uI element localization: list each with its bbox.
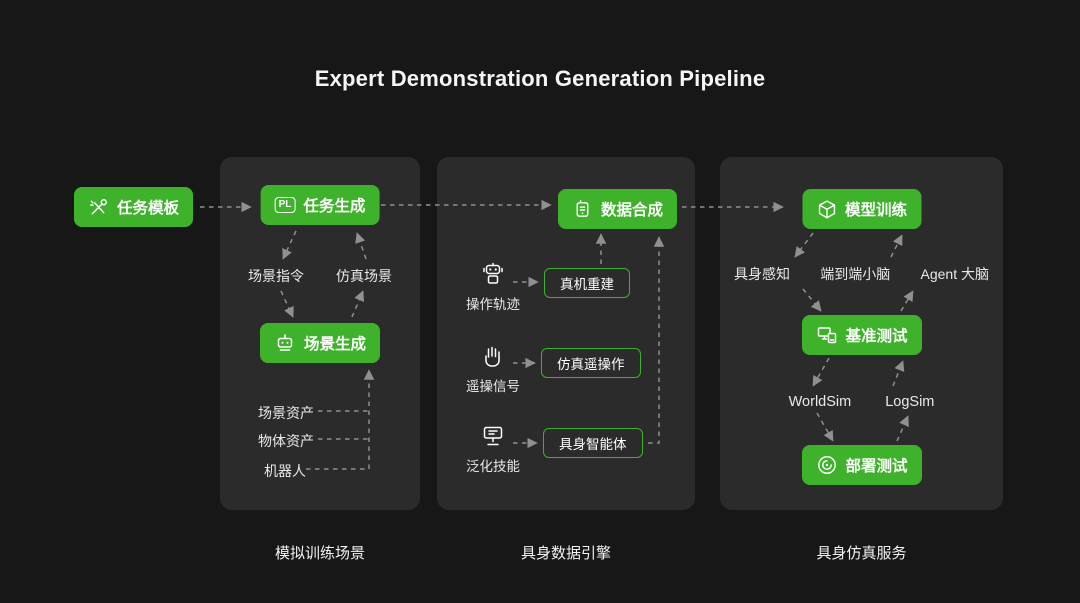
- agent-brain-label: Agent 大脑: [920, 266, 989, 282]
- benchmark-test-label: 基准测试: [845, 328, 908, 345]
- end-to-end-cerebellum-label: 端到端小脑: [820, 266, 891, 282]
- cube-icon: [818, 199, 835, 218]
- scene-generation-icon: [277, 334, 293, 351]
- data-synthesis-label: 数据合成: [601, 202, 664, 219]
- object-assets-label: 物体资产: [258, 433, 314, 449]
- glove-icon: [485, 346, 500, 367]
- benchmark-test-node: 基准测试: [801, 315, 922, 355]
- embodied-perception-label: 具身感知: [734, 266, 790, 282]
- scene-generation-node: 场景生成: [259, 323, 381, 363]
- model-training-node: 模型训练: [801, 189, 922, 229]
- task-generation-node: PL 任务生成: [260, 185, 380, 225]
- logsim-label: LogSim: [885, 394, 935, 410]
- scene-generation-label: 场景生成: [303, 336, 367, 353]
- task-template-node: 任务模板: [74, 187, 194, 227]
- deployment-test-icon: [817, 456, 836, 474]
- worldsim-label: WorldSim: [788, 394, 852, 410]
- panel-embodied-data-engine: 数据合成 操作轨迹 真机重建 遥操信号 仿真遥操作: [437, 157, 695, 510]
- benchmark-icon: [817, 327, 836, 344]
- deployment-test-node: 部署测试: [801, 445, 922, 485]
- model-training-label: 模型训练: [844, 202, 908, 219]
- data-synthesis-icon: [576, 199, 589, 217]
- real-machine-rebuild-box: 真机重建: [544, 268, 630, 298]
- panel-sim-training-scene: PL 任务生成 场景指令 仿真场景 场景生成 场景资产 物体资产 机器人: [220, 157, 420, 510]
- caption-embodied-data-engine: 具身数据引擎: [520, 545, 611, 562]
- generalized-skill-label: 泛化技能: [466, 459, 520, 474]
- operation-trajectory-item: 操作轨迹: [461, 261, 525, 313]
- teleop-signal-label: 遥操信号: [466, 379, 520, 394]
- sim-labels-row: WorldSim LogSim: [720, 394, 1003, 410]
- operation-trajectory-label: 操作轨迹: [466, 297, 520, 312]
- data-synthesis-node: 数据合成: [558, 189, 678, 229]
- brain-labels-row: 具身感知 端到端小脑 Agent 大脑: [734, 264, 989, 284]
- teleop-signal-item: 遥操信号: [461, 343, 525, 395]
- panel-embodied-sim-service: 模型训练 具身感知 端到端小脑 Agent 大脑 基准测试 WorldSim L…: [720, 157, 1003, 510]
- task-template-icon: [90, 198, 107, 214]
- embodied-agent-box: 具身智能体: [543, 428, 643, 458]
- robot-label: 机器人: [264, 463, 306, 479]
- task-template-label: 任务模板: [117, 200, 180, 217]
- caption-sim-training-scene: 模拟训练场景: [274, 545, 365, 562]
- deployment-test-label: 部署测试: [845, 458, 908, 475]
- sim-teleoperation-box: 仿真遥操作: [541, 348, 641, 378]
- scene-instruction-label: 场景指令: [248, 268, 304, 284]
- diagram-title: Expert Demonstration Generation Pipeline: [314, 66, 766, 91]
- task-generation-label: 任务生成: [303, 198, 366, 215]
- computer-icon: [483, 426, 503, 446]
- scene-assets-label: 场景资产: [258, 405, 314, 421]
- pl-badge-icon: PL: [274, 197, 296, 213]
- sim-scene-label: 仿真场景: [336, 268, 392, 284]
- robot-icon: [483, 262, 503, 284]
- caption-embodied-sim-service: 具身仿真服务: [816, 545, 907, 562]
- generalized-skill-item: 泛化技能: [461, 423, 525, 475]
